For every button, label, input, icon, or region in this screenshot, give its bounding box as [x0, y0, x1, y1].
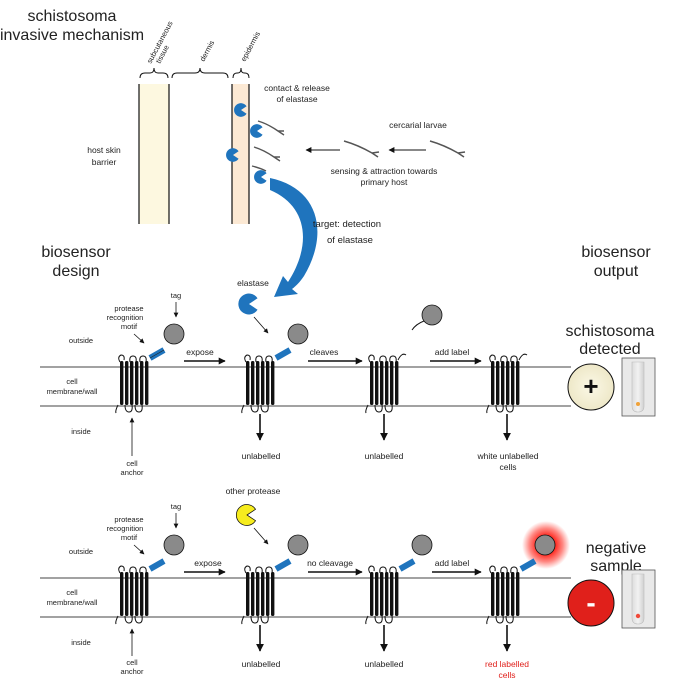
larvae-in-skin	[251, 120, 285, 172]
design-line1: biosensor	[41, 244, 111, 261]
other-protease-label: other protease	[226, 486, 281, 496]
title-line2: invasive mechanism	[0, 27, 144, 44]
design-line2: design	[52, 263, 99, 280]
layer-dermis: dermis	[198, 39, 217, 63]
protease-2a: protease	[114, 515, 143, 524]
inside-label-1: inside	[71, 427, 91, 436]
host-skin-line2: barrier	[92, 157, 117, 167]
positive-symbol: +	[583, 371, 598, 401]
sensing-line1: sensing & attraction towards	[331, 166, 438, 176]
cell-mem-2b: membrane/wall	[47, 598, 98, 607]
row1-out1: unlabelled	[242, 451, 281, 461]
target-line2: of elastase	[327, 235, 373, 246]
row1-out3b: cells	[499, 462, 516, 472]
anchor-2a: cell	[126, 658, 138, 667]
receptor-1-1	[115, 323, 185, 414]
output-line2: output	[594, 263, 639, 280]
receptor-1-4	[486, 336, 528, 414]
contact-line1: contact & release	[264, 83, 330, 93]
receptor-1-2	[241, 323, 309, 414]
receptor-2-4	[486, 521, 570, 625]
anchor-1b: anchor	[121, 468, 144, 477]
free-larvae	[343, 140, 466, 158]
cell-mem-2a: cell	[66, 588, 78, 597]
cercarial-label: cercarial larvae	[389, 120, 447, 130]
cell-mem-1b: membrane/wall	[47, 387, 98, 396]
positive-line2: detected	[579, 341, 640, 358]
row2-step2: no cleavage	[307, 558, 353, 568]
tag-label-2: tag	[171, 502, 181, 511]
contact-line2: of elastase	[276, 94, 317, 104]
row2-out1: unlabelled	[242, 659, 281, 669]
elastase-label: elastase	[237, 278, 269, 288]
subcutaneous-layer	[139, 84, 169, 224]
receptor-1-3	[365, 336, 407, 414]
other-protease-pacman	[235, 504, 257, 526]
brace-epidermis	[232, 67, 250, 79]
outside-label-1: outside	[69, 336, 93, 345]
title-line1: schistosoma	[28, 8, 117, 25]
cell-mem-1a: cell	[66, 377, 78, 386]
row2-step1: expose	[194, 558, 222, 568]
row1-step1: expose	[186, 347, 214, 357]
positive-circle	[567, 363, 615, 411]
brace-subcutaneous	[139, 67, 169, 79]
inside-label-2: inside	[71, 638, 91, 647]
row1-step3: add label	[435, 347, 470, 357]
outside-label-2: outside	[69, 547, 93, 556]
layer-epidermis: epidermis	[239, 30, 262, 63]
elastase-pacman	[238, 293, 258, 315]
negative-circle	[567, 579, 615, 627]
protease-1c: motif	[121, 322, 138, 331]
cleaved-tag	[411, 304, 443, 331]
sensing-line2: primary host	[361, 177, 408, 187]
row1-out3a: white unlabelled	[477, 451, 539, 461]
protease-2b: recognition	[107, 524, 144, 533]
positive-line1: schistosoma	[566, 323, 655, 340]
target-line1: target: detection	[313, 219, 381, 230]
tag-label-1: tag	[171, 291, 181, 300]
negative-line1: negative	[586, 540, 647, 557]
anchor-2b: anchor	[121, 667, 144, 676]
row2-out3b: cells	[498, 670, 515, 680]
output-line1: biosensor	[581, 244, 651, 261]
protease-1b: recognition	[107, 313, 144, 322]
anchor-1a: cell	[126, 459, 138, 468]
receptor-2-2	[241, 534, 309, 625]
receptor-2-3	[365, 534, 433, 625]
row1-out2: unlabelled	[365, 451, 404, 461]
protease-1a: protease	[114, 304, 143, 313]
row2-out2: unlabelled	[365, 659, 404, 669]
row2-step3: add label	[435, 558, 470, 568]
brace-dermis	[171, 67, 229, 79]
row2-out3a: red labelled	[485, 659, 529, 669]
receptor-2-1	[115, 534, 185, 625]
epidermis-layer	[232, 84, 249, 224]
row1-step2: cleaves	[310, 347, 339, 357]
protease-2c: motif	[121, 533, 138, 542]
target-arrow	[270, 178, 318, 297]
host-skin-line1: host skin	[87, 145, 121, 155]
negative-symbol: -	[586, 587, 595, 618]
